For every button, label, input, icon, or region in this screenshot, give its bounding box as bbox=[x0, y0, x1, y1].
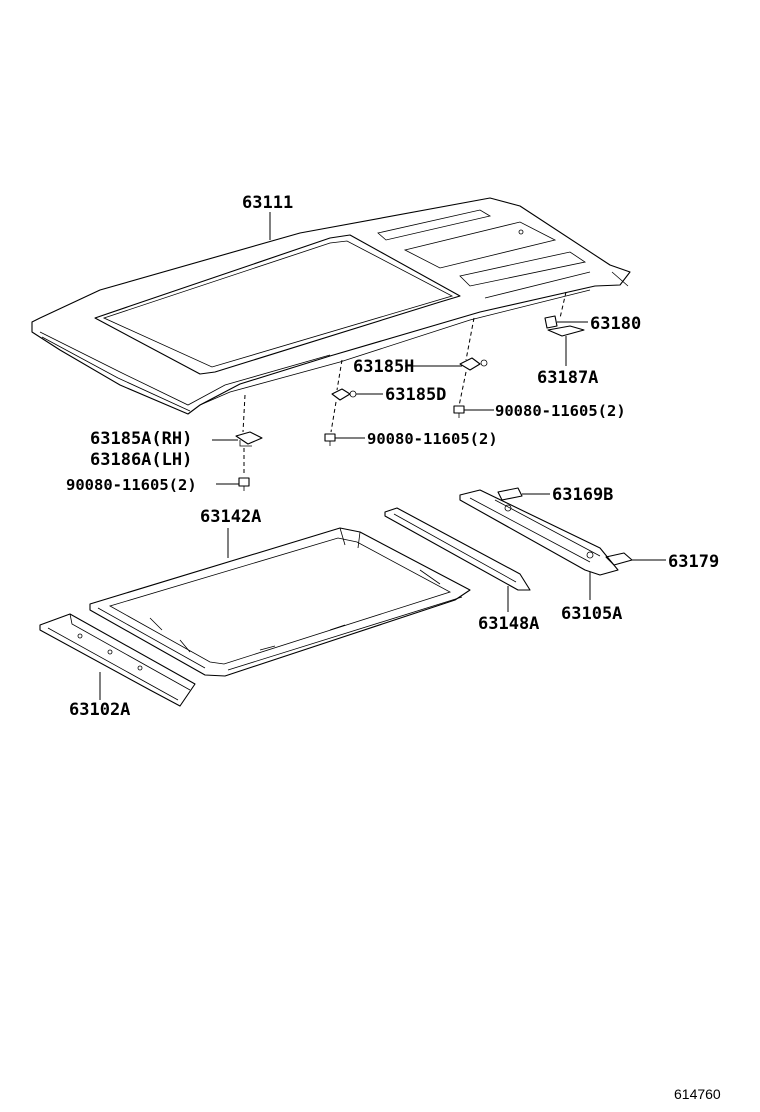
rail-63105a-part bbox=[459, 489, 619, 576]
bracket-63169b-part bbox=[497, 487, 523, 501]
bolt-center-part bbox=[324, 433, 336, 446]
bolt-left-part bbox=[238, 477, 250, 491]
label-63111: 63111 bbox=[242, 193, 293, 213]
label-63169b: 63169B bbox=[552, 485, 613, 505]
roof-panel-drawing bbox=[31, 197, 631, 415]
label-63102a: 63102A bbox=[69, 700, 130, 720]
bracket-63187a-part bbox=[547, 325, 585, 337]
label-63148a: 63148A bbox=[478, 614, 539, 634]
label-bracket-rh: 63185A(RH) bbox=[90, 429, 192, 449]
bow-63148a-part bbox=[384, 507, 531, 591]
bolt-right-part bbox=[453, 405, 465, 418]
label-63105a: 63105A bbox=[561, 604, 622, 624]
label-63142a: 63142A bbox=[200, 507, 261, 527]
label-bolt-right: 90080-11605(2) bbox=[495, 402, 626, 420]
label-bracket-lh: 63186A(LH) bbox=[90, 450, 192, 470]
bracket-63180-part bbox=[544, 291, 567, 329]
label-63180: 63180 bbox=[590, 314, 641, 334]
reinforcement-63142a-part bbox=[89, 527, 471, 677]
header-63102a-part bbox=[39, 613, 196, 707]
bracket-rh-lh-part bbox=[235, 394, 263, 476]
label-63185d: 63185D bbox=[385, 385, 446, 405]
label-bolt-left: 90080-11605(2) bbox=[66, 476, 197, 494]
label-63187a: 63187A bbox=[537, 368, 598, 388]
bracket-63185h-part bbox=[458, 317, 488, 407]
label-bolt-center: 90080-11605(2) bbox=[367, 430, 498, 448]
label-63185h: 63185H bbox=[353, 357, 414, 377]
reference-number: 614760 bbox=[674, 1086, 721, 1102]
label-63179: 63179 bbox=[668, 552, 719, 572]
bracket-63179-part bbox=[605, 552, 633, 566]
